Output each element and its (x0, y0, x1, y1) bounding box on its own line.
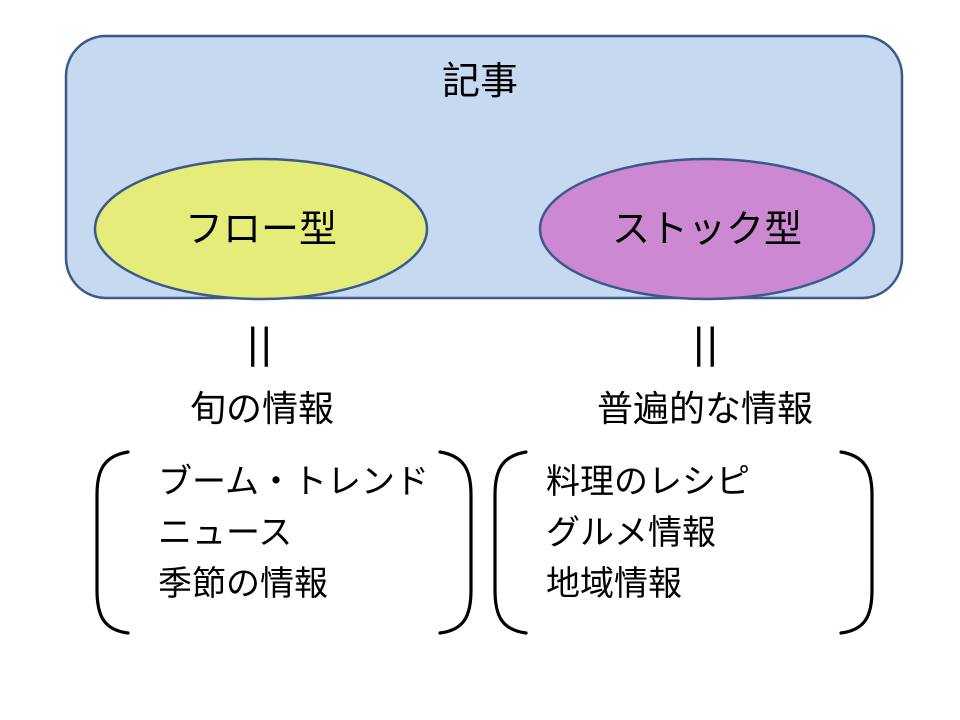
flow-item-1: ブーム・トレンド (158, 462, 429, 502)
stock-right-paren (839, 450, 874, 635)
stock-item-3: 地域情報 (546, 564, 682, 604)
flow-type-label: フロー型 (184, 207, 337, 251)
stock-type-label: ストック型 (611, 207, 802, 251)
flow-heading: 旬の情報 (190, 389, 335, 430)
stock-item-1: 料理のレシピ (546, 462, 750, 502)
stock-heading: 普遍的な情報 (597, 389, 814, 430)
stock-left-paren (493, 450, 528, 635)
stock-ellipse (538, 157, 876, 301)
article-title: 記事 (441, 59, 518, 103)
flow-item-2: ニュース (158, 513, 293, 553)
flow-left-paren (95, 450, 130, 635)
flow-right-paren (438, 450, 473, 635)
flow-item-3: 季節の情報 (158, 564, 328, 604)
flow-ellipse (93, 157, 429, 301)
stock-equals-sign: || (692, 321, 719, 367)
stock-item-2: グルメ情報 (546, 513, 716, 553)
flow-equals-sign: || (246, 321, 273, 367)
